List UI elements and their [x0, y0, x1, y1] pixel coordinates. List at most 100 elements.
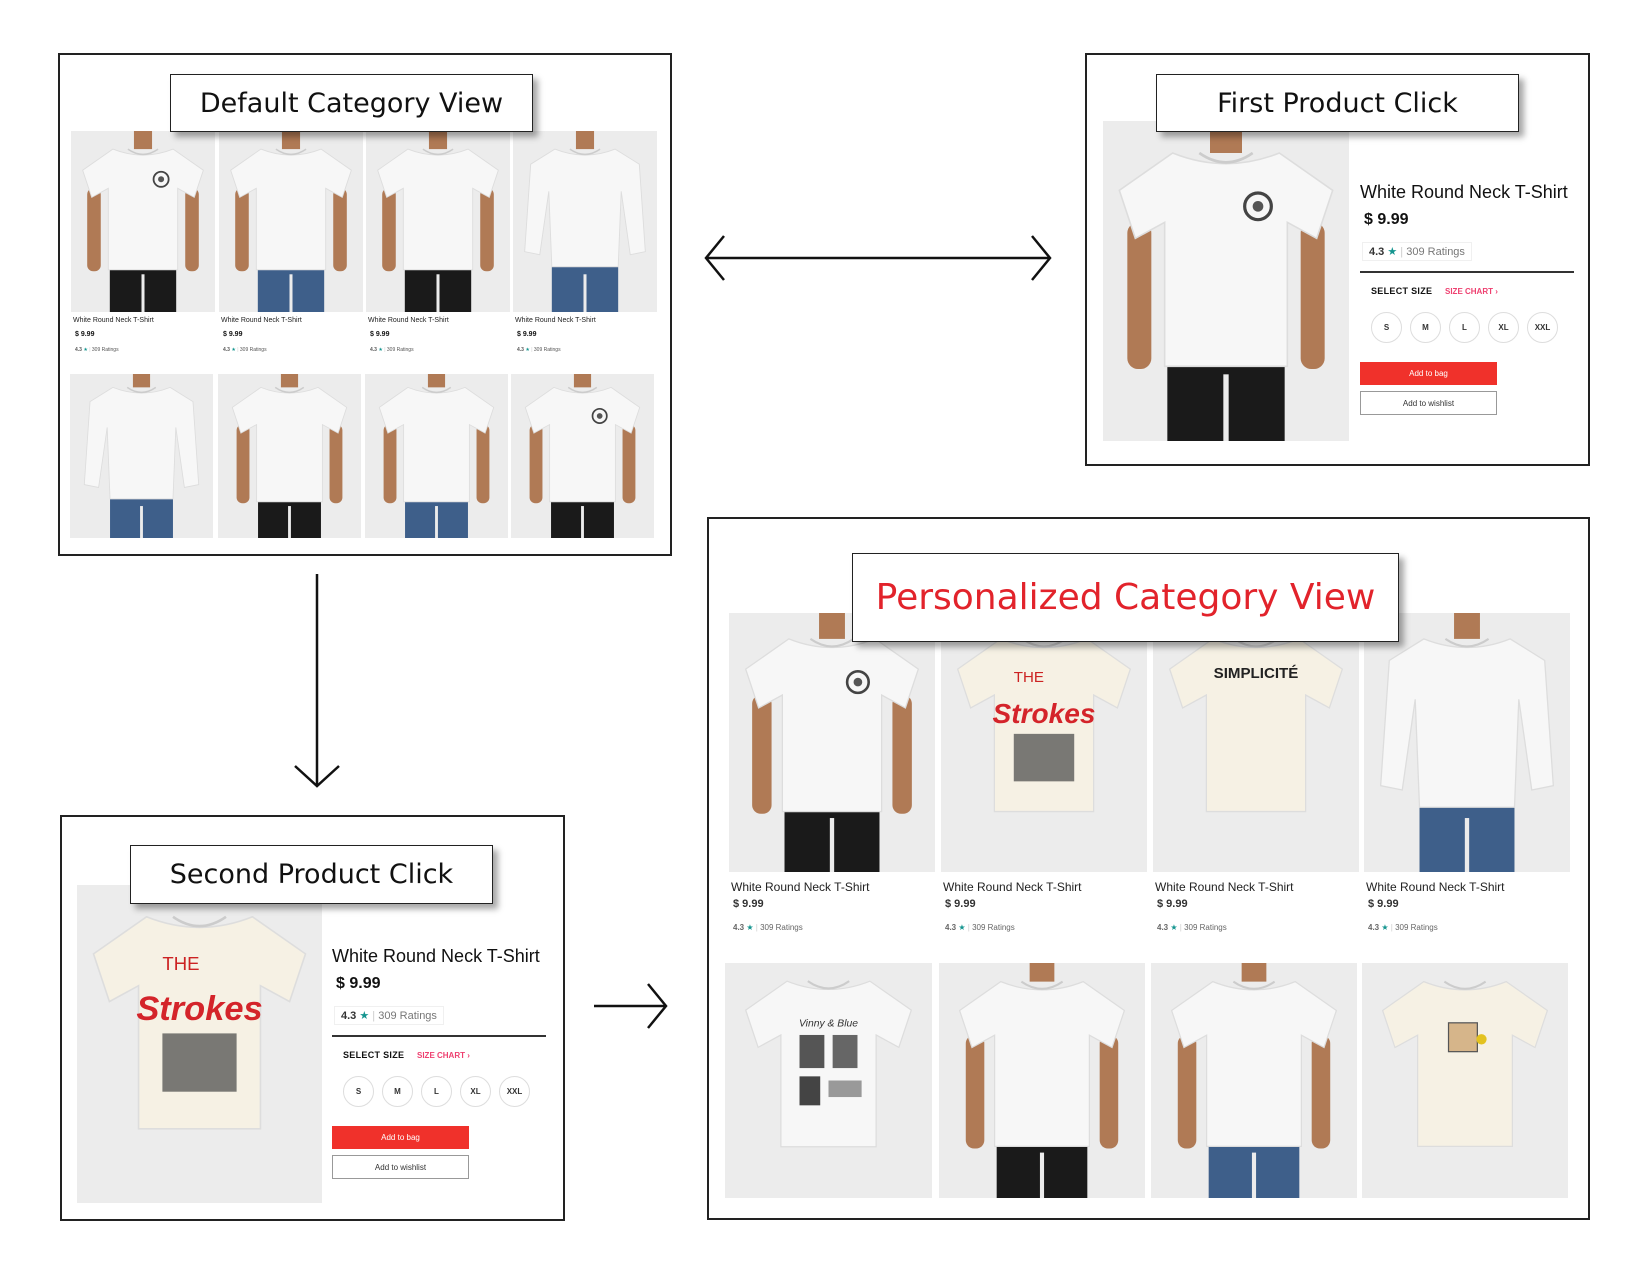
ratings-count: 309 Ratings [1184, 923, 1227, 932]
personalized-category-title: Personalized Category View [852, 553, 1399, 642]
add-to-bag-button[interactable]: Add to bag [1360, 362, 1497, 385]
add-to-bag-button[interactable]: Add to bag [332, 1126, 469, 1149]
svg-text:Strokes: Strokes [136, 990, 262, 1028]
bidirectional-arrow [704, 235, 1052, 281]
rating-divider: | [369, 1010, 379, 1022]
second-product-title: Second Product Click [130, 845, 493, 904]
rating-divider: | [235, 347, 240, 353]
add-to-wishlist-button[interactable]: Add to wishlist [332, 1155, 469, 1179]
size-option-xxl[interactable]: XXL [499, 1076, 530, 1107]
product-main-image [1103, 121, 1349, 441]
product-image[interactable] [70, 374, 213, 538]
product-price: $ 9.99 [1368, 898, 1399, 910]
product-name[interactable]: White Round Neck T-Shirt [221, 317, 302, 324]
product-image[interactable] [219, 131, 363, 312]
tshirt-image [70, 374, 213, 538]
product-name[interactable]: White Round Neck T-Shirt [1366, 880, 1505, 894]
first-product-title: First Product Click [1156, 74, 1519, 132]
tshirt-image [71, 131, 215, 312]
right-arrow [594, 983, 668, 1029]
tshirt-image: THE Strokes [77, 885, 322, 1203]
tshirt-image [219, 131, 363, 312]
tshirt-image [1362, 963, 1568, 1198]
product-image[interactable] [939, 963, 1145, 1198]
rating-divider: | [1177, 923, 1185, 932]
product-price: $ 9.99 [223, 331, 243, 338]
product-rating: 4.3 ★ | 309 Ratings [370, 347, 414, 353]
size-option-s[interactable]: S [1371, 312, 1402, 343]
select-size-label: SELECT SIZE [343, 1050, 405, 1060]
size-option-xl[interactable]: XL [1488, 312, 1519, 343]
product-image[interactable] [218, 374, 361, 538]
product-name[interactable]: White Round Neck T-Shirt [943, 880, 1082, 894]
add-to-wishlist-button[interactable]: Add to wishlist [1360, 391, 1497, 415]
product-price: $ 9.99 [370, 331, 390, 338]
size-option-l[interactable]: L [421, 1076, 452, 1107]
size-option-l[interactable]: L [1449, 312, 1480, 343]
size-option-xl[interactable]: XL [460, 1076, 491, 1107]
tshirt-image [365, 374, 508, 538]
product-price: $ 9.99 [733, 898, 764, 910]
rating-value: 4.3 [517, 347, 524, 353]
product-name[interactable]: White Round Neck T-Shirt [1155, 880, 1294, 894]
product-image[interactable]: SIMPLICITÉ [1153, 613, 1359, 872]
product-price: $ 9.99 [75, 331, 95, 338]
size-chart-link[interactable]: SIZE CHART › [1445, 287, 1498, 296]
star-icon: ★ [525, 347, 530, 353]
product-name[interactable]: White Round Neck T-Shirt [368, 317, 449, 324]
product-image[interactable] [511, 374, 654, 538]
product-price: $ 9.99 [517, 331, 537, 338]
size-option-m[interactable]: M [1410, 312, 1441, 343]
rating-divider: | [1388, 923, 1396, 932]
rating-value: 4.3 [733, 923, 745, 932]
rating-value: 4.3 [1368, 923, 1380, 932]
product-name[interactable]: White Round Neck T-Shirt [731, 880, 870, 894]
rating-divider: | [965, 923, 973, 932]
size-option-s[interactable]: S [343, 1076, 374, 1107]
tshirt-image [513, 131, 657, 312]
rating-divider: | [1397, 246, 1407, 258]
ratings-count: 309 Ratings [386, 347, 414, 353]
size-option-xxl[interactable]: XXL [1527, 312, 1558, 343]
star-icon: ★ [1387, 246, 1398, 258]
rating-value: 4.3 [75, 347, 82, 353]
product-image[interactable] [1364, 613, 1570, 872]
star-icon: ★ [83, 347, 88, 353]
tshirt-image [1151, 963, 1357, 1198]
product-name[interactable]: White Round Neck T-Shirt [73, 317, 154, 324]
rating-divider: | [382, 347, 387, 353]
product-image[interactable] [513, 131, 657, 312]
size-option-m[interactable]: M [382, 1076, 413, 1107]
product-image[interactable] [365, 374, 508, 538]
rating-divider: | [753, 923, 761, 932]
star-icon: ★ [1381, 923, 1389, 932]
product-image[interactable] [366, 131, 510, 312]
star-icon: ★ [1170, 923, 1178, 932]
product-rating: 4.3 ★ | 309 Ratings [1157, 923, 1227, 932]
product-rating: 4.3 ★ | 309 Ratings [945, 923, 1015, 932]
rating-value: 4.3 [1369, 246, 1385, 258]
select-size-label: SELECT SIZE [1371, 286, 1433, 296]
svg-text:THE: THE [162, 953, 199, 974]
divider [1360, 271, 1574, 273]
tshirt-image: Vinny & Blue [725, 963, 932, 1198]
product-title: White Round Neck T-Shirt [1360, 182, 1568, 202]
product-rating: 4.3 ★ | 309 Ratings [1362, 242, 1472, 261]
product-rating: 4.3 ★ | 309 Ratings [223, 347, 267, 353]
product-name[interactable]: White Round Neck T-Shirt [515, 317, 596, 324]
size-chart-link[interactable]: SIZE CHART › [417, 1051, 470, 1060]
svg-text:THE: THE [1014, 669, 1044, 686]
product-price: $ 9.99 [1157, 898, 1188, 910]
product-image[interactable] [1362, 963, 1568, 1198]
product-image[interactable] [1151, 963, 1357, 1198]
product-image[interactable] [71, 131, 215, 312]
product-price: $ 9.99 [1364, 211, 1409, 228]
tshirt-image [1103, 121, 1349, 441]
divider [332, 1035, 546, 1037]
product-image[interactable] [729, 613, 935, 872]
product-title: White Round Neck T-Shirt [332, 946, 540, 966]
product-rating: 4.3 ★ | 309 Ratings [75, 347, 119, 353]
product-image[interactable]: Vinny & Blue [725, 963, 932, 1198]
